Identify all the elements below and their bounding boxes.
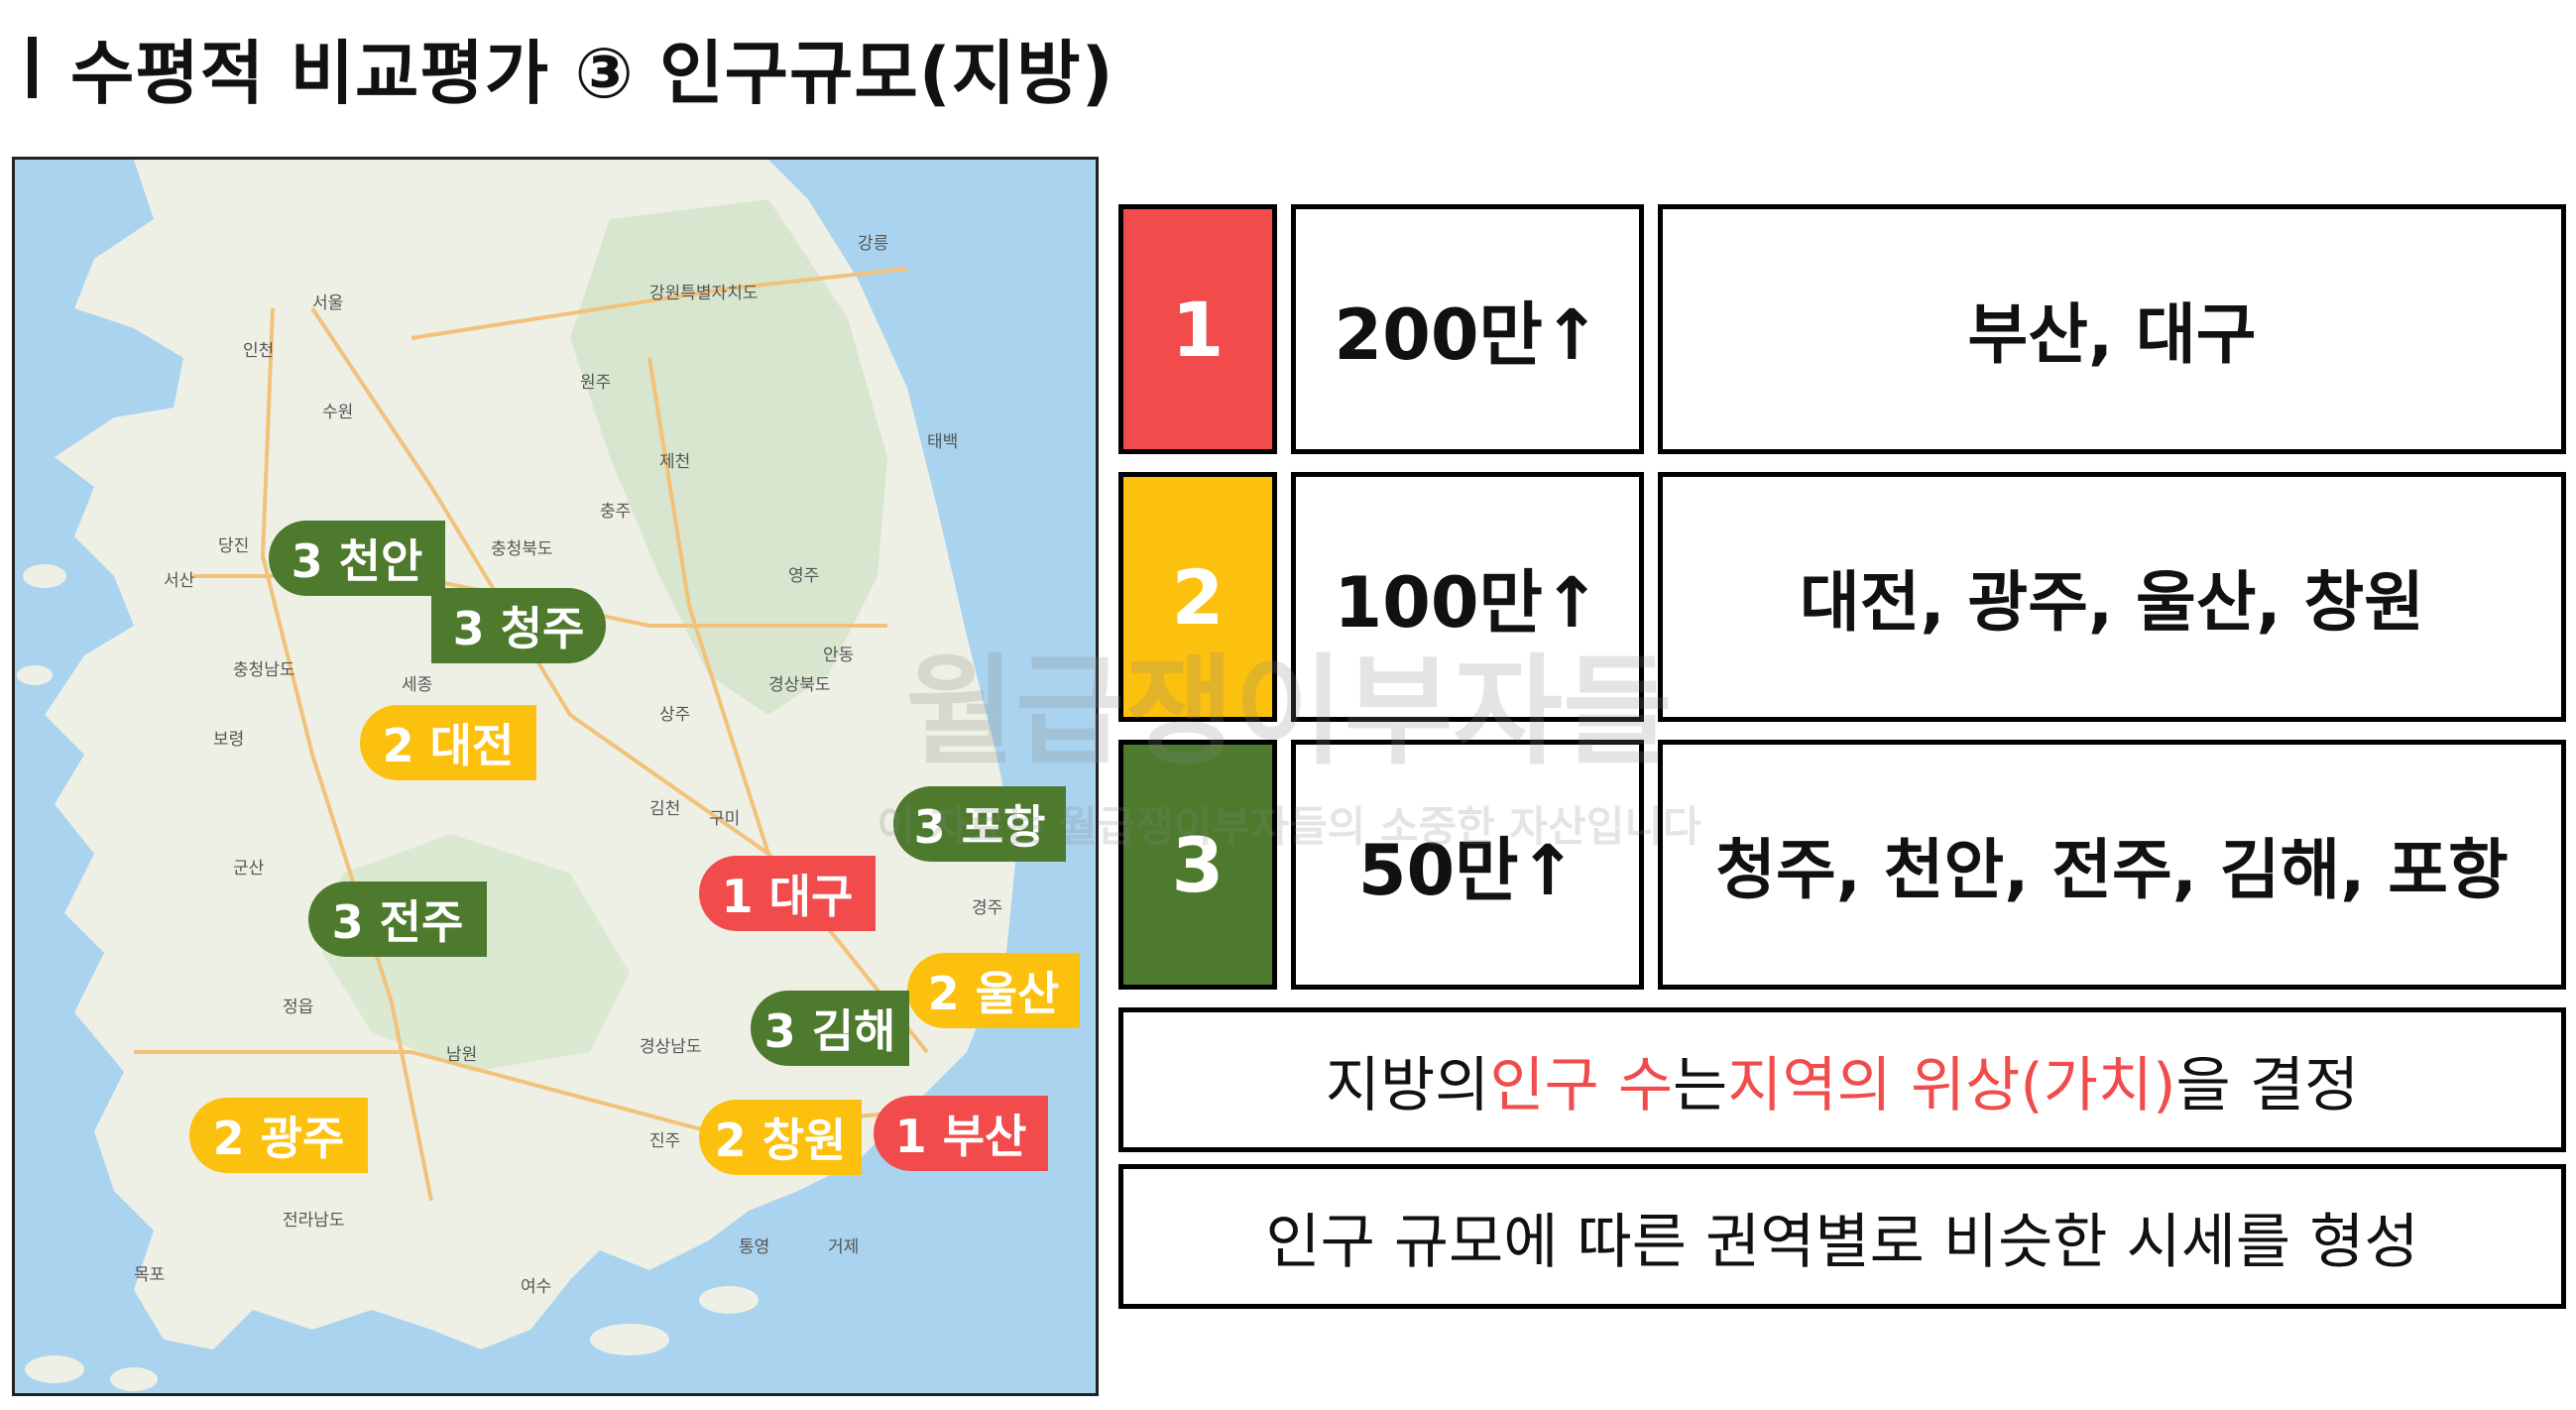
map-label-dangjin: 당진 [218,536,250,556]
korea-map[interactable]: 서울 인천 수원 원주 강원특별자치도 충청북도 충청남도 세종 경상북도 경상… [12,157,1099,1396]
map-label-gyeongnam: 경상남도 [640,1037,702,1057]
pop-cell-2: 100만↑ [1291,472,1644,722]
map-label-jeonnam: 전라남도 [283,1211,345,1231]
marker-cheongju[interactable]: 3 청주 [431,588,606,663]
marker-busan[interactable]: 1 부산 [874,1096,1048,1171]
map-label-incheon: 인천 [243,341,275,361]
map-label-mokpo: 목포 [134,1265,166,1285]
map-label-andong: 안동 [823,646,855,665]
map-label-gimcheon: 김천 [649,799,681,819]
note1-highlight-status: 지역의 위상(가치) [1727,1050,2176,1120]
page-title: 수평적 비교평가 ③ 인구규모(지방) [28,18,1114,117]
map-label-wonju: 원주 [580,373,612,393]
map-label-gumi: 구미 [709,809,741,829]
map-label-seosan: 서산 [164,571,195,591]
marker-ulsan[interactable]: 2 울산 [907,953,1080,1028]
map-label-gyeongju: 경주 [972,898,1003,918]
map-label-taebaek: 태백 [927,432,959,452]
watermark-subtext: 이 자료는 월급쟁이부자들의 소중한 자산입니다 [877,802,1701,851]
map-label-gunsan: 군산 [233,859,265,879]
note1-highlight-population: 인구 수 [1489,1050,1674,1120]
rank-cell-1: 1 [1118,204,1277,454]
map-label-jeongeup: 정읍 [283,998,314,1017]
map-label-jecheon: 제천 [659,452,691,472]
map-label-namwon: 남원 [446,1045,478,1065]
marker-jeonju[interactable]: 3 전주 [308,881,487,957]
marker-cheonan[interactable]: 3 천안 [269,521,445,596]
cities-cell-1: 부산, 대구 [1658,204,2566,454]
rank-cell-3: 3 [1118,740,1277,990]
page-title-text: 수평적 비교평가 ③ 인구규모(지방) [70,32,1114,114]
title-bar-decoration [28,37,37,98]
cities-cell-2: 대전, 광주, 울산, 창원 [1658,472,2566,722]
map-label-jinju: 진주 [649,1131,681,1151]
note1-part5: 을 결정 [2175,1050,2360,1120]
map-label-chungnam: 충청남도 [233,660,295,680]
map-label-boryeong: 보령 [213,730,245,750]
note1-part1: 지방의 [1325,1050,1490,1120]
map-label-chungbuk: 충청북도 [491,539,553,559]
cities-cell-3: 청주, 천안, 전주, 김해, 포항 [1658,740,2566,990]
map-label-chungju: 충주 [600,502,632,522]
map-label-yeongju: 영주 [788,566,820,586]
note-price-range: 인구 규모에 따른 권역별로 비슷한 시세를 형성 [1118,1164,2566,1309]
pop-cell-3: 50만↑ [1291,740,1644,990]
map-label-suwon: 수원 [322,403,354,422]
pop-cell-1: 200만↑ [1291,204,1644,454]
note1-part3: 는 [1673,1050,1728,1120]
map-label-sejong: 세종 [402,675,433,695]
map-label-yeosu: 여수 [521,1277,552,1297]
marker-daejeon[interactable]: 2 대전 [360,705,536,780]
marker-changwon[interactable]: 2 창원 [699,1100,862,1175]
map-label-gyeongbuk: 경상북도 [768,675,831,695]
marker-pohang[interactable]: 3 포항 [893,786,1066,862]
rank-cell-2: 2 [1118,472,1277,722]
marker-daegu[interactable]: 1 대구 [699,856,876,931]
map-label-seoul: 서울 [312,294,344,313]
map-label-gangwon: 강원특별자치도 [649,284,759,303]
watermark-logo: 월급쟁이부자들 [905,644,1673,781]
map-label-gangneung: 강릉 [858,234,889,254]
marker-gwangju[interactable]: 2 광주 [189,1098,368,1173]
marker-gimhae[interactable]: 3 김해 [751,991,909,1066]
map-label-geoje: 거제 [828,1237,860,1257]
map-label-sangju: 상주 [659,705,691,725]
map-label-tongyeong: 통영 [739,1237,770,1257]
